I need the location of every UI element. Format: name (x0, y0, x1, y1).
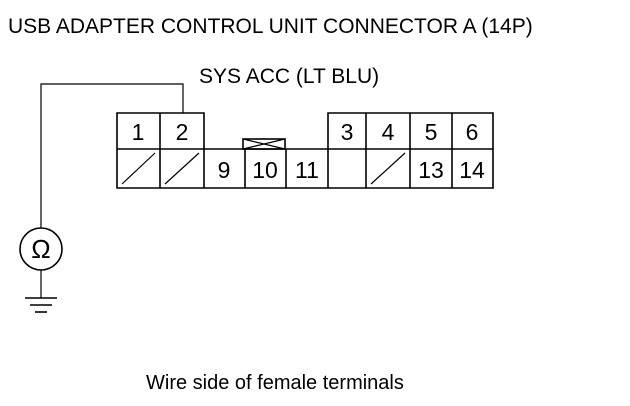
diagram-title: USB ADAPTER CONTROL UNIT CONNECTOR A (14… (8, 15, 533, 38)
locking-tab-cross-2 (242, 138, 286, 150)
probe-wire (40, 83, 184, 228)
pin-14: 14 (459, 157, 485, 183)
pin-5: 5 (425, 119, 438, 145)
pin-10: 10 (252, 157, 278, 183)
empty-cavity-12 (370, 152, 406, 185)
pin-2: 2 (176, 119, 189, 145)
pin-4: 4 (382, 119, 395, 145)
pin-13: 13 (418, 157, 444, 183)
ohmmeter-symbol: Ω (31, 234, 50, 264)
pin-3: 3 (341, 119, 354, 145)
pin-11: 11 (295, 157, 319, 183)
ohmmeter-icon: Ω (19, 227, 63, 271)
pin-1: 1 (132, 119, 145, 145)
diagram-caption: Wire side of female terminals (146, 372, 404, 394)
ground-icon (25, 297, 57, 313)
wire-label: SYS ACC (LT BLU) (199, 65, 379, 88)
connector-housing (116, 112, 494, 189)
locking-tab (242, 138, 286, 150)
empty-cavity-8 (164, 152, 200, 185)
empty-cavity-7 (121, 152, 156, 185)
pin-6: 6 (466, 119, 479, 145)
pin-9: 9 (218, 157, 231, 183)
